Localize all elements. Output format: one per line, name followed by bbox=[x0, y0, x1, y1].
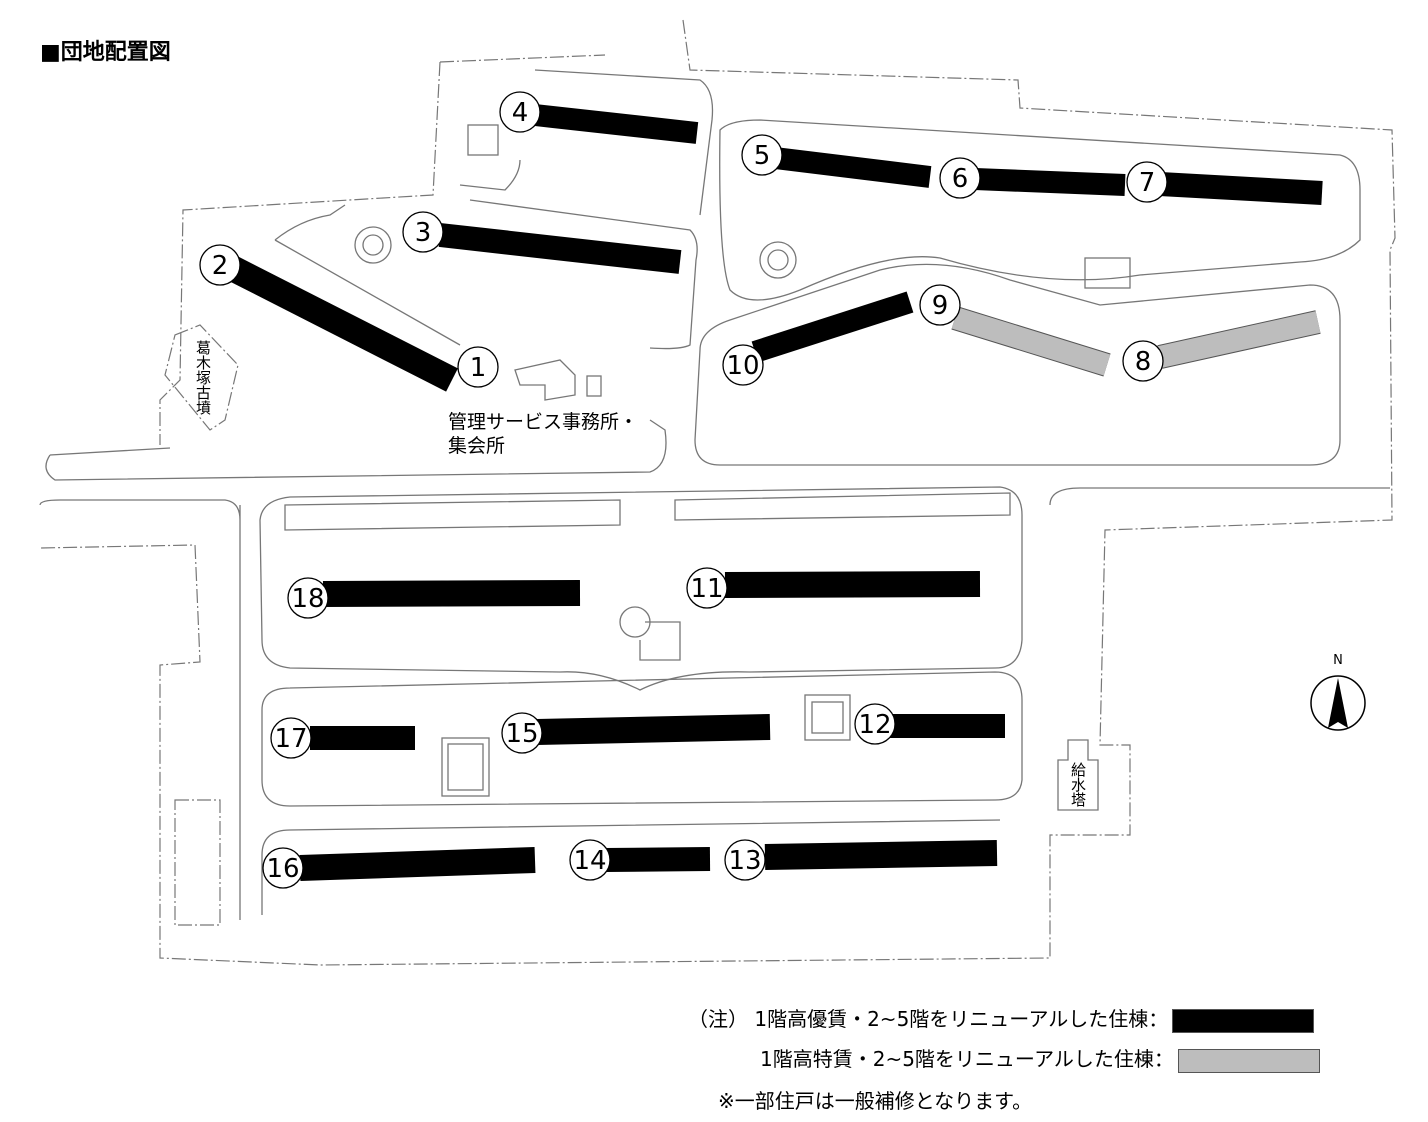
legend-footnote: ※一部住戸は一般補修となります。 bbox=[718, 1089, 1033, 1113]
legend-premium: （注） 1階高優賃・2~5階をリニューアルした住棟： bbox=[688, 1003, 1315, 1033]
building-4-marker bbox=[499, 91, 541, 133]
legend-note-prefix: （注） bbox=[688, 1007, 748, 1031]
building-16-label: 16 bbox=[266, 854, 299, 884]
road bbox=[45, 419, 667, 481]
legend-premium-text: 1階高優賃・2~5階をリニューアルした住棟： bbox=[754, 1007, 1169, 1031]
building-16-bar bbox=[299, 847, 536, 881]
shelter bbox=[467, 124, 499, 156]
water-tower bbox=[1057, 739, 1099, 811]
water-tower-label: 給水塔 bbox=[1069, 762, 1087, 807]
building-14-bar bbox=[604, 847, 711, 872]
compass-n-label: N bbox=[1333, 653, 1343, 668]
roundabout bbox=[354, 226, 392, 264]
building-11-bar bbox=[724, 571, 981, 598]
building-13-marker bbox=[724, 839, 766, 881]
building-17-label: 17 bbox=[274, 724, 307, 754]
tomb-label: 葛木塚古墳 bbox=[194, 340, 212, 415]
building-13-label: 13 bbox=[728, 846, 761, 876]
building-5-label: 5 bbox=[754, 141, 771, 171]
building-7-label: 7 bbox=[1139, 168, 1156, 198]
building-9-bar bbox=[951, 307, 1111, 376]
legend-special: 1階高特賃・2~5階をリニューアルした住棟： bbox=[760, 1043, 1320, 1073]
building-2-label: 2 bbox=[212, 251, 229, 281]
building-9-marker bbox=[919, 284, 961, 326]
building-10-label: 10 bbox=[726, 351, 759, 381]
building-4-label: 4 bbox=[512, 98, 529, 128]
building-4-bar bbox=[533, 104, 699, 144]
building-15-label: 15 bbox=[505, 719, 538, 749]
site-boundary bbox=[39, 19, 1396, 966]
office-label-2: 集会所 bbox=[448, 435, 505, 457]
building-11-marker bbox=[686, 567, 728, 609]
building-14-label: 14 bbox=[573, 846, 606, 876]
building-17-marker bbox=[270, 717, 312, 759]
legend-special-text: 1階高特賃・2~5階をリニューアルした住棟： bbox=[760, 1047, 1174, 1071]
building-1-label: 1 bbox=[470, 353, 487, 383]
building-18-marker bbox=[287, 577, 329, 619]
building-6-bar bbox=[974, 168, 1126, 196]
building-7-marker bbox=[1126, 161, 1168, 203]
building-3-label: 3 bbox=[415, 218, 432, 248]
page-title: ■団地配置図 bbox=[40, 40, 171, 65]
building-16-marker bbox=[262, 847, 304, 889]
building-12-label: 12 bbox=[858, 710, 891, 740]
building-5-bar bbox=[773, 147, 932, 188]
north-compass: N bbox=[1310, 653, 1366, 731]
building-18-label: 18 bbox=[291, 584, 324, 614]
building-8-marker bbox=[1122, 340, 1164, 382]
building-15-marker bbox=[501, 712, 543, 754]
legend-special-swatch bbox=[1177, 1048, 1320, 1073]
legend-premium-swatch bbox=[1172, 1008, 1315, 1033]
building-14-marker bbox=[569, 839, 611, 881]
building-2-bar bbox=[226, 256, 458, 392]
building-10-marker bbox=[722, 344, 764, 386]
building-15-bar bbox=[536, 714, 771, 745]
building-8-bar bbox=[1157, 311, 1321, 368]
office-label-1: 管理サービス事務所・ bbox=[448, 411, 638, 433]
building-8-label: 8 bbox=[1135, 347, 1152, 377]
building-6-marker bbox=[939, 157, 981, 199]
building-1-marker bbox=[457, 346, 499, 388]
building-11-label: 11 bbox=[690, 574, 723, 604]
building-3-bar bbox=[438, 223, 682, 274]
building-12-marker bbox=[854, 703, 896, 745]
building-10-bar bbox=[751, 291, 914, 363]
building-6-label: 6 bbox=[952, 164, 969, 194]
tomb-area bbox=[164, 324, 239, 431]
building-9-label: 9 bbox=[932, 291, 949, 321]
building-5-marker bbox=[741, 134, 783, 176]
building-18-bar bbox=[322, 580, 581, 607]
building-13-bar bbox=[764, 840, 998, 870]
building-2-marker bbox=[199, 244, 241, 286]
building-7-bar bbox=[1159, 172, 1323, 205]
building-3-marker bbox=[402, 211, 444, 253]
